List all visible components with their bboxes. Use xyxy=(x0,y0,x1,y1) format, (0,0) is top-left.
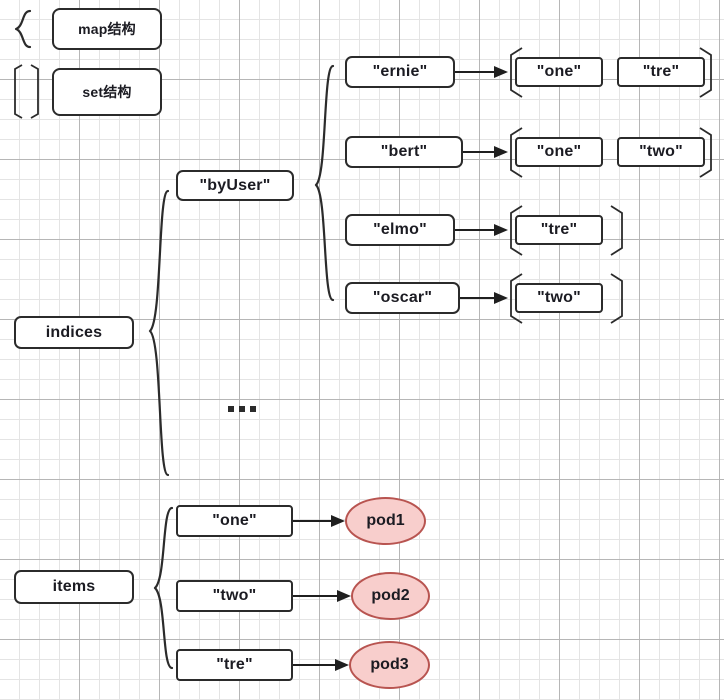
indices-brace-icon xyxy=(148,189,170,477)
node-user-ernie-label: "ernie" xyxy=(372,63,428,80)
node-set-bert-one[interactable]: "one" xyxy=(515,137,603,167)
node-indices-label: indices xyxy=(45,323,103,341)
node-set-oscar-two[interactable]: "two" xyxy=(515,283,603,313)
arrow-ernie-to-set xyxy=(455,66,508,78)
node-item-one[interactable]: "one" xyxy=(176,505,293,537)
node-item-one-label: "one" xyxy=(212,512,257,529)
node-set-ernie-tre[interactable]: "tre" xyxy=(617,57,705,87)
byuser-brace-icon xyxy=(314,64,335,302)
legend-set-brackets-icon xyxy=(14,64,39,119)
ellipsis-dot xyxy=(228,406,234,412)
arrow-elmo-to-set xyxy=(455,224,508,236)
node-items-label: items xyxy=(52,578,96,595)
legend-map-brace-icon xyxy=(14,9,32,49)
node-set-ernie-one-label: "one" xyxy=(536,63,582,80)
legend-map-box: map结构 xyxy=(52,8,162,50)
node-set-ernie-tre-label: "tre" xyxy=(642,63,680,80)
node-pod1-label: pod1 xyxy=(366,512,405,529)
node-pod3-label: pod3 xyxy=(370,656,409,673)
node-pod2[interactable]: pod2 xyxy=(351,572,430,620)
arrow-bert-to-set xyxy=(463,146,508,158)
node-set-ernie-one[interactable]: "one" xyxy=(515,57,603,87)
node-byuser[interactable]: "byUser" xyxy=(176,170,294,201)
node-user-bert-label: "bert" xyxy=(380,143,428,160)
node-pod1[interactable]: pod1 xyxy=(345,497,426,545)
node-user-oscar[interactable]: "oscar" xyxy=(345,282,460,314)
arrow-oscar-to-set xyxy=(460,292,508,304)
node-item-two-label: "two" xyxy=(212,587,257,604)
node-item-tre[interactable]: "tre" xyxy=(176,649,293,681)
items-brace-icon xyxy=(153,506,174,670)
node-item-two[interactable]: "two" xyxy=(176,580,293,612)
legend-set-label: set结构 xyxy=(82,84,132,100)
node-user-oscar-label: "oscar" xyxy=(372,289,433,306)
node-user-elmo-label: "elmo" xyxy=(373,221,427,238)
node-pod2-label: pod2 xyxy=(371,587,410,604)
node-byuser-label: "byUser" xyxy=(199,176,271,194)
node-set-elmo-tre-label: "tre" xyxy=(540,221,578,238)
node-user-ernie[interactable]: "ernie" xyxy=(345,56,455,88)
legend-set-box: set结构 xyxy=(52,68,162,116)
ellipsis-dot xyxy=(239,406,245,412)
node-set-bert-two-label: "two" xyxy=(639,143,683,160)
node-indices[interactable]: indices xyxy=(14,316,134,349)
arrow-tre-to-pod3 xyxy=(293,659,349,671)
node-user-elmo[interactable]: "elmo" xyxy=(345,214,455,246)
node-user-bert[interactable]: "bert" xyxy=(345,136,463,168)
node-pod3[interactable]: pod3 xyxy=(349,641,430,689)
node-item-tre-label: "tre" xyxy=(216,656,253,673)
node-items[interactable]: items xyxy=(14,570,134,604)
arrow-two-to-pod2 xyxy=(293,590,351,602)
node-set-elmo-tre[interactable]: "tre" xyxy=(515,215,603,245)
node-set-oscar-two-label: "two" xyxy=(537,289,581,306)
legend-map-label: map结构 xyxy=(78,21,136,37)
ellipsis-dot xyxy=(250,406,256,412)
node-set-bert-two[interactable]: "two" xyxy=(617,137,705,167)
node-set-bert-one-label: "one" xyxy=(536,143,582,160)
arrow-one-to-pod1 xyxy=(293,515,345,527)
indices-ellipsis xyxy=(228,406,256,412)
